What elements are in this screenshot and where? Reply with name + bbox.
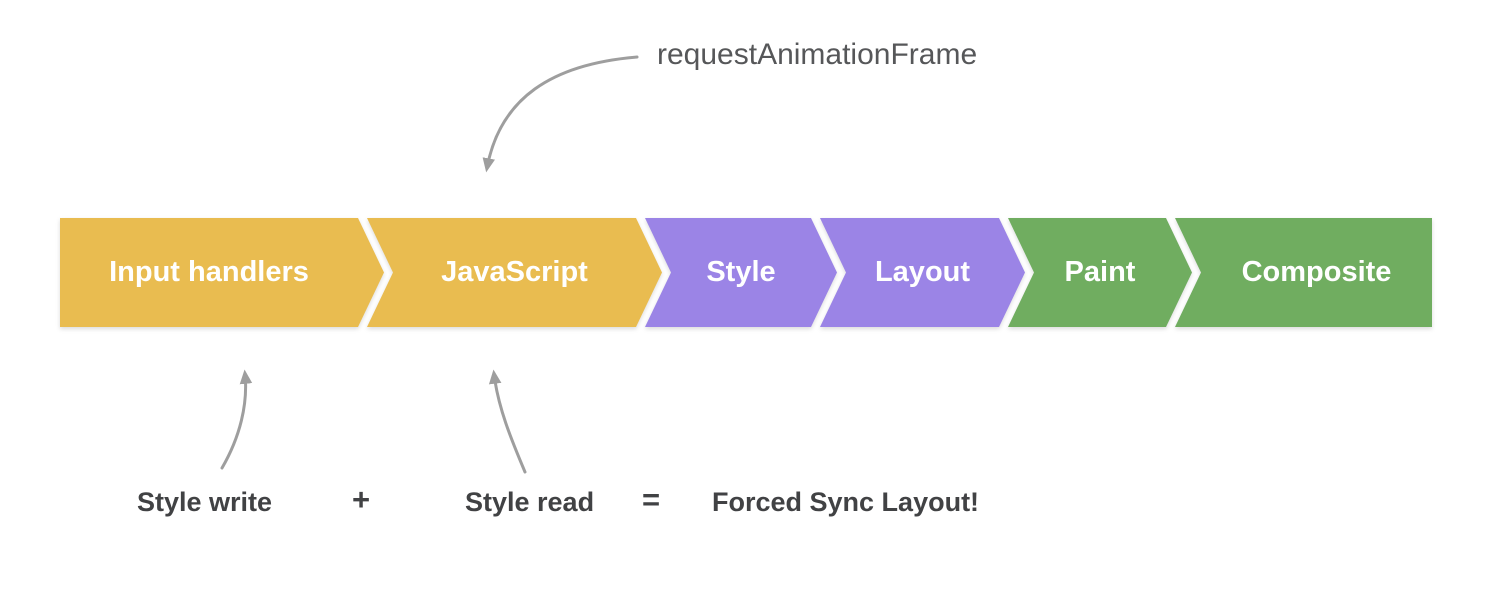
stage-paint: Paint <box>1008 218 1192 327</box>
stage-label-style: Style <box>706 256 776 288</box>
stage-label-input-handlers: Input handlers <box>109 256 309 288</box>
plus-sign: + <box>352 482 371 517</box>
stage-input-handlers: Input handlers <box>60 218 384 327</box>
stage-style: Style <box>645 218 837 327</box>
equals-sign: = <box>642 482 661 517</box>
stage-layout: Layout <box>820 218 1025 327</box>
stage-composite: Composite <box>1175 218 1432 327</box>
stage-label-javascript: JavaScript <box>441 256 588 288</box>
stage-label-paint: Paint <box>1064 256 1136 288</box>
stage-label-composite: Composite <box>1241 256 1392 288</box>
stage-javascript: JavaScript <box>367 218 662 327</box>
style-write-label: Style write <box>137 487 273 517</box>
style-read-label: Style read <box>465 487 595 517</box>
request-animation-frame-label: requestAnimationFrame <box>657 38 978 71</box>
stage-label-layout: Layout <box>874 256 971 288</box>
forced-sync-layout-label: Forced Sync Layout! <box>712 487 980 517</box>
